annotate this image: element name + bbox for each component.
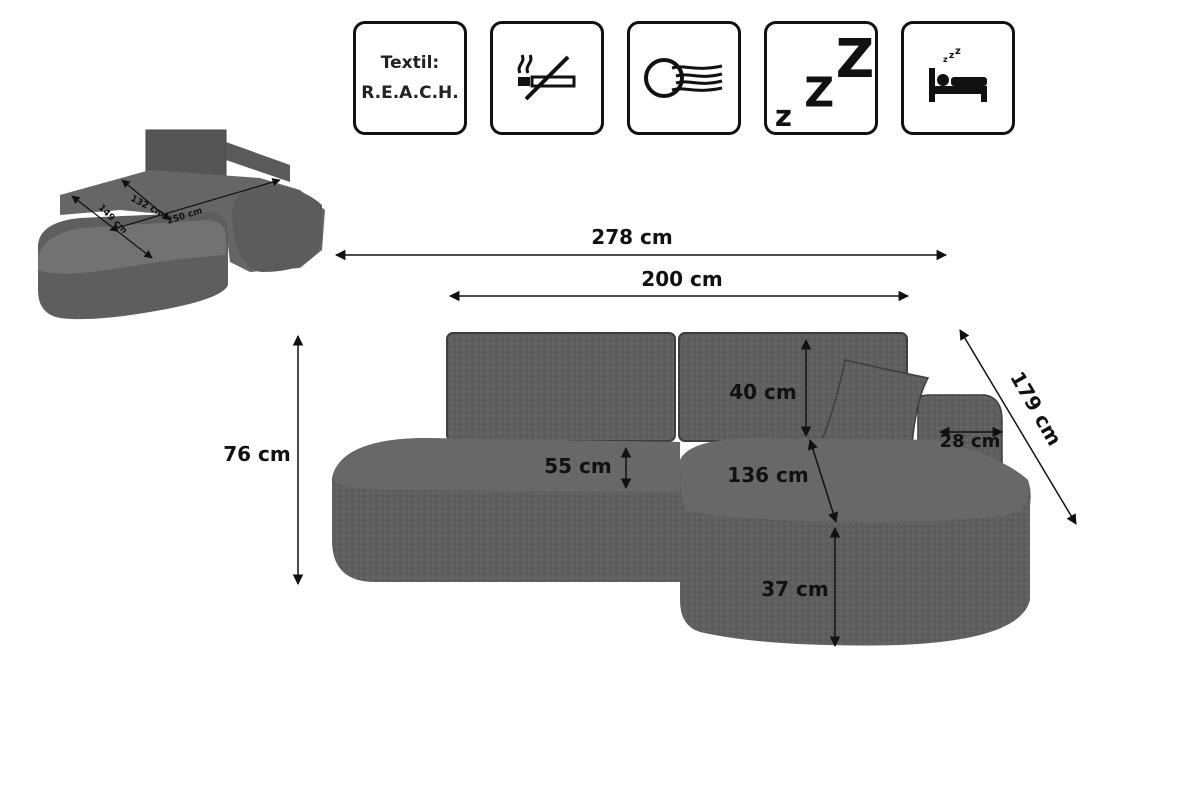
no-smoking-icon <box>517 54 576 101</box>
sofa-main <box>332 332 1031 646</box>
reach-certificate-icon: Textil: R.E.A.C.H. <box>361 48 458 108</box>
dimension-lines <box>292 249 1077 648</box>
badge-textile-label: Textil: <box>380 53 440 73</box>
dim-seat-width: 200 cm <box>641 267 722 291</box>
sofa-thumbnail: 132 cm 149 cm 250 cm <box>38 129 325 320</box>
dim-height: 76 cm <box>223 442 291 466</box>
bed-sleep-function-icon: z z z <box>929 48 987 102</box>
reach-certificate-badge: Textil: R.E.A.C.H. <box>353 21 467 135</box>
dim-armrest-width: 28 cm <box>940 431 1001 452</box>
svg-text:z: z <box>955 48 961 57</box>
dim-backrest-height: 40 cm <box>729 380 797 404</box>
dim-chaise-depth: 136 cm <box>727 463 808 487</box>
sleep-zzz-badge: z Z Z <box>764 21 878 135</box>
dim-total-width: 278 cm <box>591 225 672 249</box>
bed-sleep-function-badge: z z z <box>901 21 1015 135</box>
svg-text:Z: Z <box>836 28 874 90</box>
svg-text:z: z <box>775 99 792 133</box>
dim-seat-height-left: 55 cm <box>544 454 612 478</box>
dim-seat-height: 37 cm <box>761 577 829 601</box>
svg-text:Z: Z <box>804 68 834 116</box>
badge-reach-label: R.E.A.C.H. <box>361 83 459 103</box>
no-smoking-badge <box>490 21 604 135</box>
dim-depth: 179 cm <box>1005 367 1066 449</box>
svg-text:z: z <box>943 55 948 64</box>
breathable-foam-icon <box>644 58 723 98</box>
breathable-foam-badge <box>627 21 741 135</box>
sleep-zzz-icon: z Z Z <box>775 28 874 133</box>
svg-text:z: z <box>949 51 954 61</box>
